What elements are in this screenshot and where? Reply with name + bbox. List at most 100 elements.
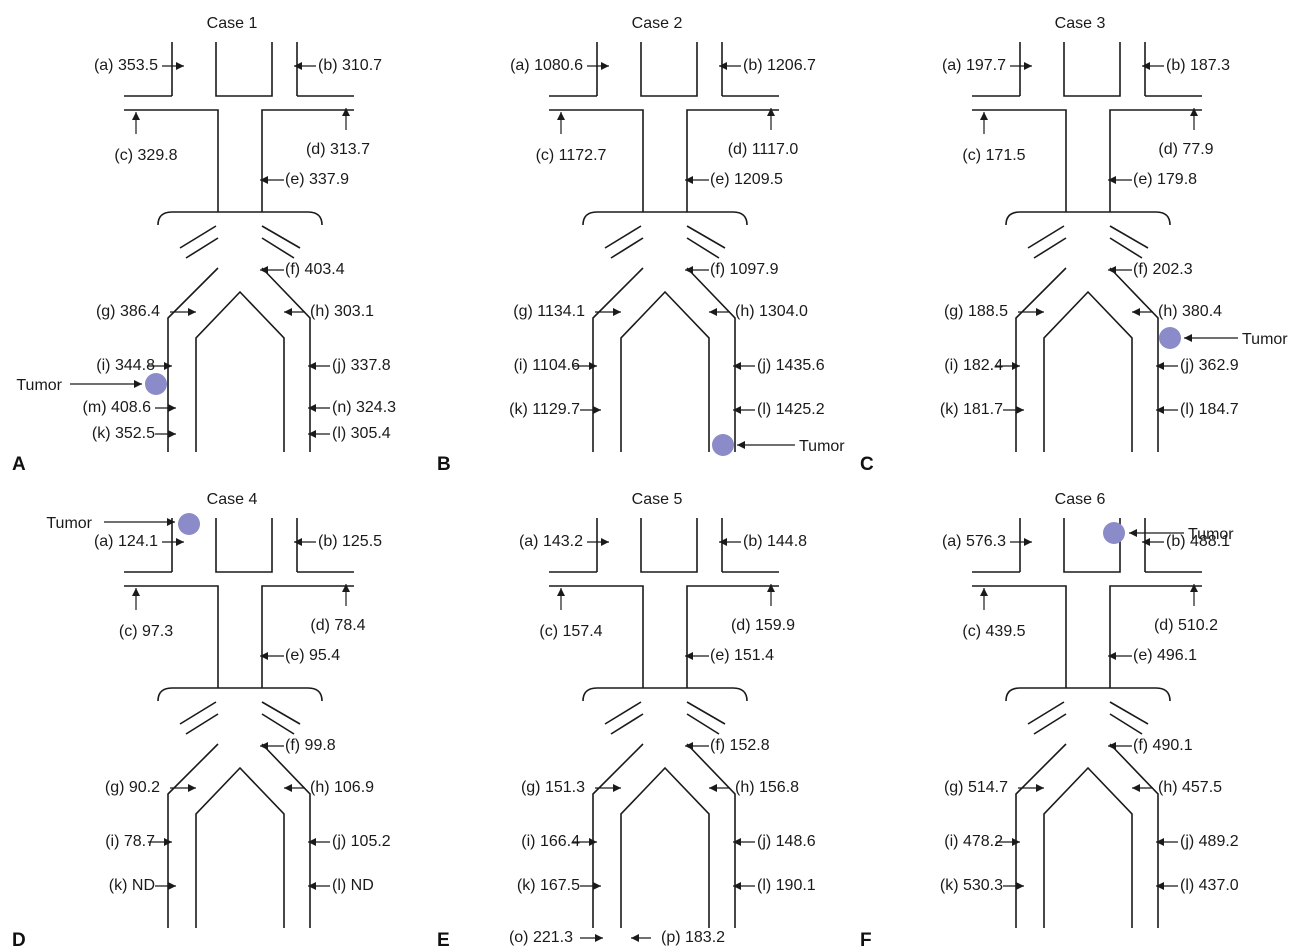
vessel-wall <box>179 701 217 725</box>
vessel-wall <box>592 267 644 452</box>
label-p: (p) 183.2 <box>661 929 725 946</box>
tumor-marker <box>1159 327 1181 349</box>
panel-b: Case 2(a) 1080.6(b) 1206.7(c) 1172.7(d) … <box>425 0 855 476</box>
vessel-wall <box>1027 225 1065 249</box>
vessel-wall <box>185 713 219 735</box>
label-c: (c) 439.5 <box>962 623 1025 640</box>
label-l: (l) ND <box>332 877 374 894</box>
panel-letter: F <box>860 930 872 951</box>
label-l: (l) 1425.2 <box>757 401 825 418</box>
label-i: (i) 166.4 <box>521 833 580 850</box>
vessel-wall <box>195 766 285 928</box>
vessel-wall <box>157 687 323 702</box>
case-title: Case 3 <box>1055 15 1106 32</box>
label-h: (h) 380.4 <box>1158 303 1222 320</box>
tumor-label: Tumor <box>16 377 62 394</box>
label-l: (l) 190.1 <box>757 877 816 894</box>
vessel-wall <box>1015 267 1067 452</box>
label-i: (i) 78.7 <box>105 833 155 850</box>
vessel-wall <box>261 237 295 259</box>
vessel-wall <box>604 701 642 725</box>
label-j: (j) 148.6 <box>757 833 816 850</box>
label-l: (l) 305.4 <box>332 425 391 442</box>
label-h: (h) 303.1 <box>310 303 374 320</box>
label-m: (m) 408.6 <box>83 399 152 416</box>
vessel-diagram: Case 1(a) 353.5(b) 310.7(c) 329.8(d) 313… <box>12 15 396 475</box>
vessel-wall <box>620 766 710 928</box>
label-c: (c) 329.8 <box>114 147 177 164</box>
vessel-wall <box>686 109 779 212</box>
label-o: (o) 221.3 <box>509 929 573 946</box>
vessel-wall <box>604 225 642 249</box>
vessel-wall <box>1005 211 1171 226</box>
panel-f: Case 6(a) 576.3(b) 488.1(c) 439.5(d) 510… <box>848 476 1278 952</box>
label-f: (f) 202.3 <box>1133 261 1193 278</box>
vessel-wall <box>972 109 1067 212</box>
label-h: (h) 156.8 <box>735 779 799 796</box>
vessel-diagram: Case 5(a) 143.2(b) 144.8(c) 157.4(d) 159… <box>437 491 816 951</box>
vessel-wall <box>124 109 219 212</box>
label-e: (e) 179.8 <box>1133 171 1197 188</box>
label-c: (c) 157.4 <box>539 623 602 640</box>
label-b: (b) 310.7 <box>318 57 382 74</box>
vessel-wall <box>686 713 720 735</box>
label-k: (k) 1129.7 <box>509 401 580 418</box>
vessel-wall <box>261 225 301 249</box>
label-h: (h) 1304.0 <box>735 303 808 320</box>
label-a: (a) 124.1 <box>94 533 158 550</box>
vessel-wall <box>1063 518 1121 573</box>
label-i: (i) 1104.6 <box>514 357 581 374</box>
vessel-wall <box>1063 42 1121 97</box>
label-a: (a) 143.2 <box>519 533 583 550</box>
label-l: (l) 437.0 <box>1180 877 1239 894</box>
label-i: (i) 182.4 <box>944 357 1003 374</box>
vessel-wall <box>179 225 217 249</box>
vessel-wall <box>640 518 698 573</box>
vessel-wall <box>215 42 273 97</box>
label-b: (b) 187.3 <box>1166 57 1230 74</box>
label-b: (b) 144.8 <box>743 533 807 550</box>
vessel-wall <box>582 687 748 702</box>
panel-c: Case 3(a) 197.7(b) 187.3(c) 171.5(d) 77.… <box>848 0 1288 476</box>
vessel-wall <box>261 701 301 725</box>
label-g: (g) 386.4 <box>96 303 160 320</box>
vessel-wall <box>167 267 219 452</box>
tumor-marker <box>178 513 200 535</box>
vessel-wall <box>1109 225 1149 249</box>
label-f: (f) 403.4 <box>285 261 345 278</box>
case-title: Case 1 <box>207 15 258 32</box>
label-d: (d) 1117.0 <box>728 141 799 158</box>
case-title: Case 6 <box>1055 491 1106 508</box>
panel-letter: B <box>437 454 451 475</box>
label-i: (i) 344.8 <box>96 357 155 374</box>
label-a: (a) 576.3 <box>942 533 1006 550</box>
label-j: (j) 337.8 <box>332 357 391 374</box>
label-i: (i) 478.2 <box>944 833 1003 850</box>
label-e: (e) 337.9 <box>285 171 349 188</box>
label-c: (c) 1172.7 <box>536 147 607 164</box>
tumor-marker <box>1103 522 1125 544</box>
vessel-wall <box>1027 701 1065 725</box>
vessel-wall <box>1109 701 1149 725</box>
vessel-diagram: Case 3(a) 197.7(b) 187.3(c) 171.5(d) 77.… <box>860 15 1288 475</box>
label-g: (g) 90.2 <box>105 779 160 796</box>
label-f: (f) 1097.9 <box>710 261 779 278</box>
vessel-wall <box>185 237 219 259</box>
vessel-wall <box>1109 267 1159 452</box>
case-title: Case 4 <box>207 491 258 508</box>
label-n: (n) 324.3 <box>332 399 396 416</box>
label-k: (k) 352.5 <box>92 425 155 442</box>
label-d: (d) 78.4 <box>310 617 365 634</box>
vessel-diagram: Case 2(a) 1080.6(b) 1206.7(c) 1172.7(d) … <box>437 15 845 475</box>
panel-e: Case 5(a) 143.2(b) 144.8(c) 157.4(d) 159… <box>425 476 855 952</box>
tumor-marker <box>712 434 734 456</box>
vessel-wall <box>1109 109 1202 212</box>
vessel-wall <box>610 237 644 259</box>
label-a: (a) 197.7 <box>942 57 1006 74</box>
vessel-wall <box>124 585 219 688</box>
tumor-label: Tumor <box>799 438 845 455</box>
vessel-wall <box>686 585 779 688</box>
vessel-wall <box>1109 743 1159 928</box>
tumor-marker <box>145 373 167 395</box>
panel-d: Case 4(a) 124.1(b) 125.5(c) 97.3(d) 78.4… <box>0 476 430 952</box>
